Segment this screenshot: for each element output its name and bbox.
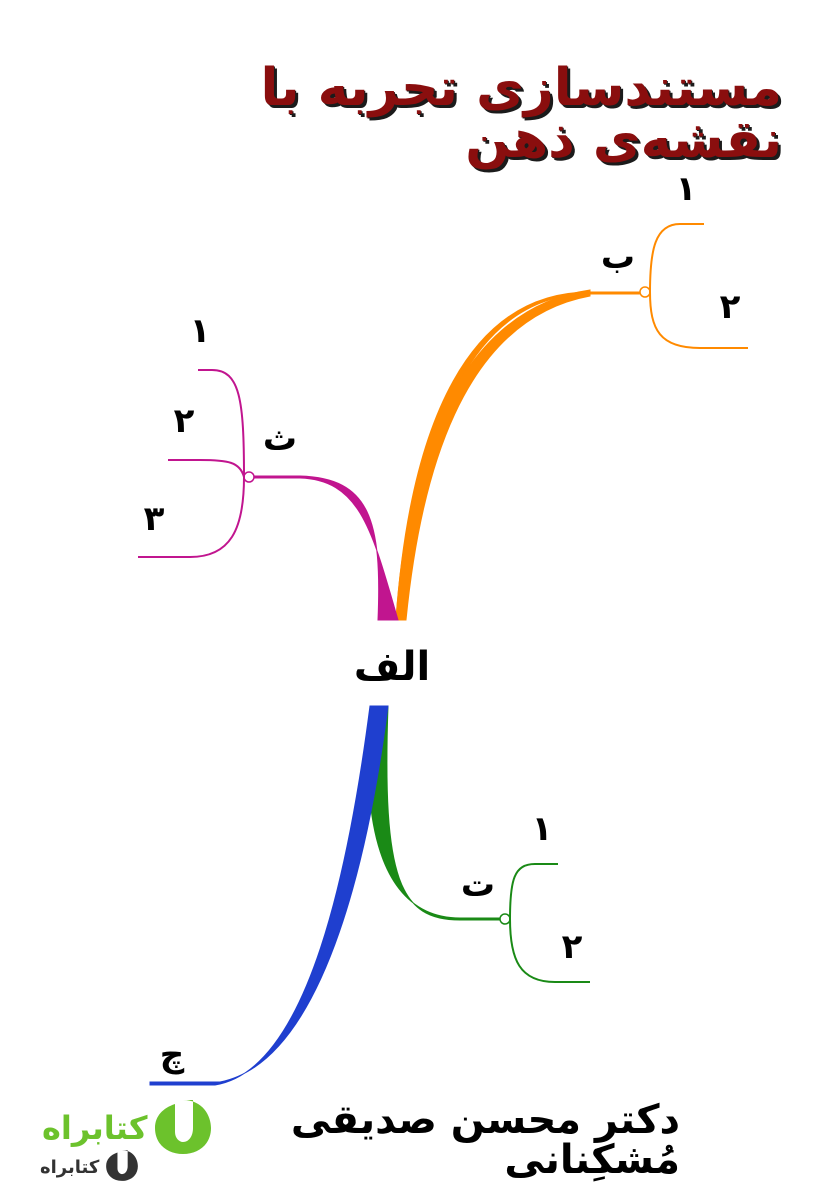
branch-t: ت ۱ ۲	[369, 705, 590, 983]
branch-b-child-1-line	[649, 223, 704, 293]
branch-b: ب ۱ ۲	[395, 169, 748, 621]
branch-s-label: ث	[263, 419, 297, 459]
branch-s-junction	[243, 471, 255, 483]
author-name: دکتر محسن صدیقی مُشکِنانی	[290, 1097, 680, 1183]
branch-t-child-2-line	[509, 918, 590, 983]
branch-t-child-1: ۱	[532, 809, 553, 849]
branch-b-child-1: ۱	[676, 169, 697, 209]
branch-b-child-2: ۲	[720, 287, 741, 327]
branch-b-child-2-line	[649, 291, 748, 349]
branch-t-junction	[499, 913, 511, 925]
branch-s-child-1: ۱	[190, 311, 211, 351]
branch-ch: چ	[149, 705, 389, 1086]
branch-s-stem	[253, 475, 399, 621]
branch-s-child-2-line	[168, 459, 245, 478]
publisher-logo: کتابراه	[42, 1096, 213, 1160]
branch-s: ث ۱ ۲ ۳	[138, 311, 399, 621]
branch-b-stem-wide	[395, 289, 591, 621]
branch-s-child-1-line	[198, 369, 245, 478]
branch-s-child-3-line	[138, 476, 245, 558]
publisher-logo-small-text: کتابراه	[40, 1156, 100, 1178]
branch-b-label: ب	[601, 237, 635, 277]
branch-ch-stem	[149, 705, 389, 1086]
branch-t-label: ت	[461, 865, 495, 905]
page-title: مستندسازی تجربه با نقشه‌ی ذهن	[260, 58, 782, 170]
branch-ch-label: چ	[160, 1035, 185, 1075]
branch-b-junction	[639, 286, 651, 298]
branch-s-child-2: ۲	[174, 401, 195, 441]
branch-t-child-2: ۲	[562, 927, 583, 967]
center-node: الف	[354, 644, 430, 690]
branch-s-child-3: ۳	[144, 499, 165, 539]
leaf-icon	[153, 1096, 213, 1160]
publisher-logo-text: کتابراه	[42, 1109, 148, 1147]
publisher-logo-small: کتابراه	[40, 1148, 139, 1186]
leaf-icon	[105, 1148, 139, 1186]
branch-t-child-1-line	[509, 863, 558, 920]
